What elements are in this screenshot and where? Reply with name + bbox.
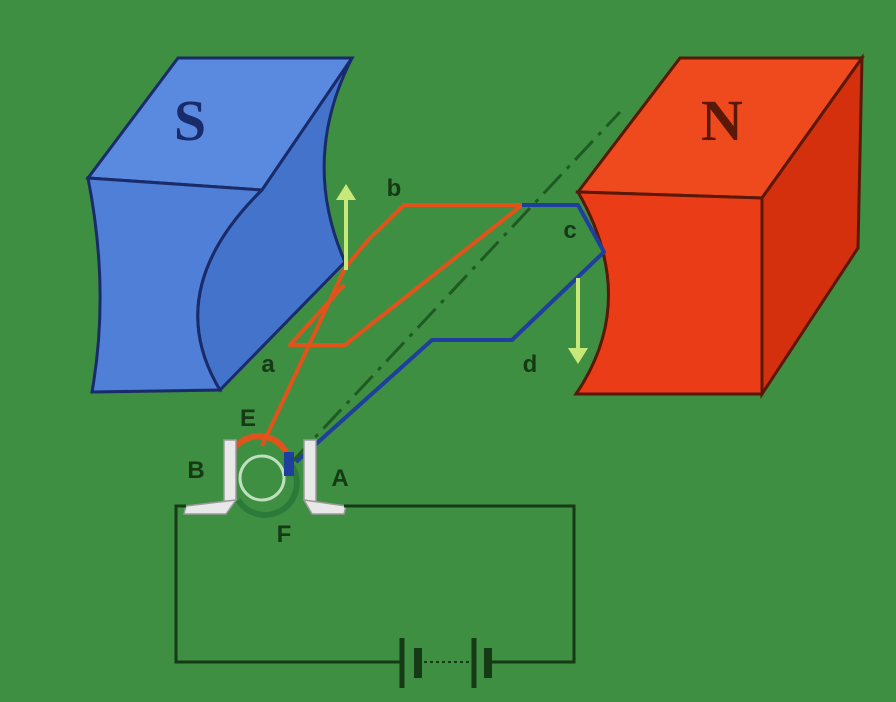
north-pole-label: N: [701, 88, 743, 153]
coil-wire-red: [260, 203, 524, 447]
commutator-half-e: [225, 433, 289, 484]
arrow-up-icon: [336, 184, 356, 270]
commutator-f-label: F: [277, 521, 292, 548]
commutator-e-label: E: [240, 405, 256, 432]
point-b-label: b: [387, 175, 402, 202]
circuit-wire-left: [174, 504, 400, 664]
south-magnet-side: [196, 57, 354, 393]
point-a-label: a: [261, 351, 275, 378]
battery-icon: [399, 638, 492, 688]
north-magnet-front: [573, 190, 764, 396]
commutator: [225, 433, 300, 518]
brush-b-label: B: [187, 457, 204, 484]
rotation-axis: [290, 110, 622, 464]
point-c-label: c: [563, 217, 576, 244]
brush-a-label: A: [331, 465, 348, 492]
point-d-label: d: [523, 351, 538, 378]
brush-a: [302, 439, 347, 515]
brush-b: [183, 439, 238, 515]
circuit-wire-right: [344, 504, 576, 664]
arrow-down-icon: [568, 278, 588, 364]
coil-wire-blue: [294, 203, 606, 464]
north-magnet: N: [573, 53, 865, 400]
external-circuit: [174, 504, 576, 664]
commutator-half-f: [235, 464, 300, 518]
north-magnet-side: [760, 53, 864, 400]
south-pole-label: S: [174, 88, 206, 153]
south-magnet: S: [85, 56, 355, 394]
